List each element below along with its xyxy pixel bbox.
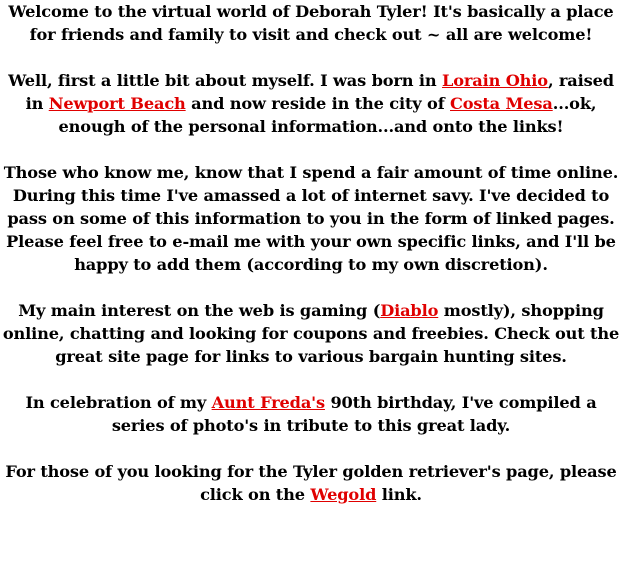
online-paragraph: Those who know me, know that I spend a f… bbox=[2, 161, 620, 276]
page-content: Welcome to the virtual world of Deborah … bbox=[2, 0, 620, 506]
about-paragraph: Well, first a little bit about myself. I… bbox=[2, 69, 620, 138]
interests-text-1: My main interest on the web is gaming ( bbox=[18, 301, 381, 320]
retriever-text-1: For those of you looking for the Tyler g… bbox=[5, 462, 617, 504]
wegold-link[interactable]: Wegold bbox=[310, 485, 377, 504]
about-text-1: Well, first a little bit about myself. I… bbox=[8, 71, 443, 90]
welcome-text: Welcome to the virtual world of Deborah … bbox=[8, 2, 614, 44]
interests-text-2: mostly), shopping online, chatting and l… bbox=[2, 301, 620, 366]
birthday-text-2: 90th birthday, I've compiled a series of… bbox=[111, 393, 597, 435]
newport-beach-link[interactable]: Newport Beach bbox=[48, 94, 186, 113]
birthday-text-1: In celebration of my bbox=[25, 393, 212, 412]
interests-paragraph: My main interest on the web is gaming (D… bbox=[2, 299, 620, 368]
diablo-link[interactable]: Diablo bbox=[380, 301, 439, 320]
about-text-3: and now reside in the city of bbox=[185, 94, 450, 113]
birthday-paragraph: In celebration of my Aunt Freda's 90th b… bbox=[2, 391, 620, 437]
aunt-freda-link[interactable]: Aunt Freda's bbox=[211, 393, 325, 412]
retriever-paragraph: For those of you looking for the Tyler g… bbox=[2, 460, 620, 506]
about-text-4: ...ok, enough of the personal informatio… bbox=[58, 94, 597, 136]
retriever-text-2: link. bbox=[376, 485, 422, 504]
about-text-2: , raised in bbox=[25, 71, 614, 113]
welcome-paragraph: Welcome to the virtual world of Deborah … bbox=[2, 0, 620, 46]
lorain-ohio-link[interactable]: Lorain Ohio bbox=[442, 71, 548, 90]
online-text: Those who know me, know that I spend a f… bbox=[3, 163, 619, 274]
costa-mesa-link[interactable]: Costa Mesa bbox=[450, 94, 553, 113]
